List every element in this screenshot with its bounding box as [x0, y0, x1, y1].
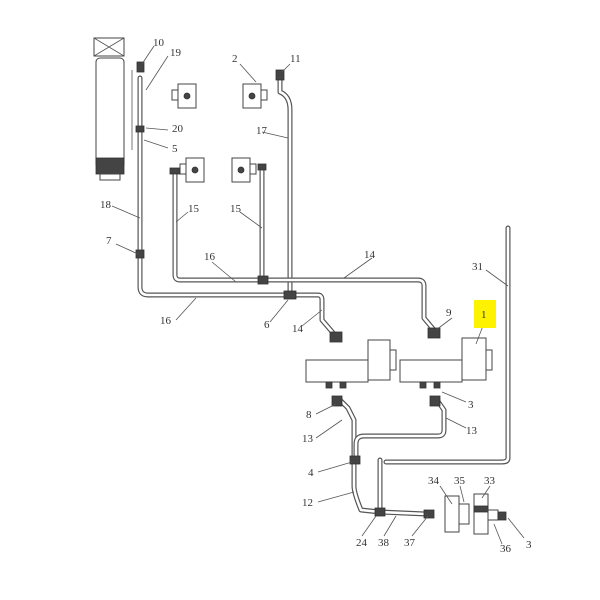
callout-37: 37 [404, 537, 416, 549]
callout-14-lower: 14 [292, 323, 304, 335]
pipe-17 [277, 75, 293, 298]
callout-2: 2 [232, 53, 238, 65]
callout-3-upper: 3 [468, 399, 474, 411]
callout-7: 7 [106, 235, 112, 247]
callout-labels: 10 19 2 11 20 17 5 18 15 15 7 14 16 31 1… [100, 37, 532, 555]
callout-15-left: 15 [188, 203, 200, 215]
pipe-31 [383, 225, 511, 465]
cylinder-cap-cross-icon [93, 37, 125, 57]
callout-33: 33 [484, 475, 496, 487]
pipe-network [137, 75, 511, 517]
pipe-31-core [384, 226, 510, 464]
clamp-module-upper-left [171, 83, 197, 109]
pipe-15-left-core [173, 170, 436, 332]
pipe-17-core [278, 76, 292, 297]
pipe-12-core [378, 458, 428, 516]
callout-12: 12 [302, 497, 313, 509]
callout-14-upper: 14 [364, 249, 376, 261]
callout-15-right: 15 [230, 203, 242, 215]
callout-18: 18 [100, 199, 112, 211]
callout-38: 38 [378, 537, 390, 549]
leader-lines [111, 45, 525, 545]
callout-16-upper: 16 [204, 251, 216, 263]
callout-17: 17 [256, 125, 268, 137]
callout-34: 34 [428, 475, 440, 487]
callout-20: 20 [172, 123, 184, 135]
pipe-13-right [353, 397, 447, 463]
callout-1: 1 [481, 309, 487, 321]
callout-6: 6 [264, 319, 270, 331]
clamp-module-lower-left [179, 157, 205, 183]
clamp-module-lower-right [231, 157, 257, 183]
callout-4: 4 [308, 467, 314, 479]
callout-5: 5 [172, 143, 178, 155]
cylinder-band [95, 157, 125, 175]
callout-19: 19 [170, 47, 182, 59]
cylinder-base [99, 173, 121, 181]
cylinder-body [95, 57, 125, 169]
pipe-12 [377, 457, 429, 517]
callout-35: 35 [454, 475, 466, 487]
callout-13-left: 13 [302, 433, 314, 445]
callout-11: 11 [290, 53, 301, 65]
callout-9: 9 [446, 307, 452, 319]
callout-8: 8 [306, 409, 312, 421]
callout-10: 10 [153, 37, 165, 49]
pipe-13-right-core [354, 398, 446, 462]
callout-24: 24 [356, 537, 368, 549]
callout-36: 36 [500, 543, 512, 555]
callout-31: 31 [472, 261, 483, 273]
callout-1-highlight [474, 300, 496, 328]
callout-13-right: 13 [466, 425, 478, 437]
solenoid-valve-right [399, 337, 493, 389]
fittings [135, 61, 441, 519]
callout-16-lower: 16 [160, 315, 172, 327]
pipe-main-left-core [138, 76, 336, 336]
clamp-module-upper-right [242, 83, 268, 109]
cylinder-assembly [93, 37, 133, 181]
callout-3-lower: 3 [526, 539, 532, 551]
solenoid-valve-left [305, 339, 397, 389]
frl-units [444, 493, 507, 535]
